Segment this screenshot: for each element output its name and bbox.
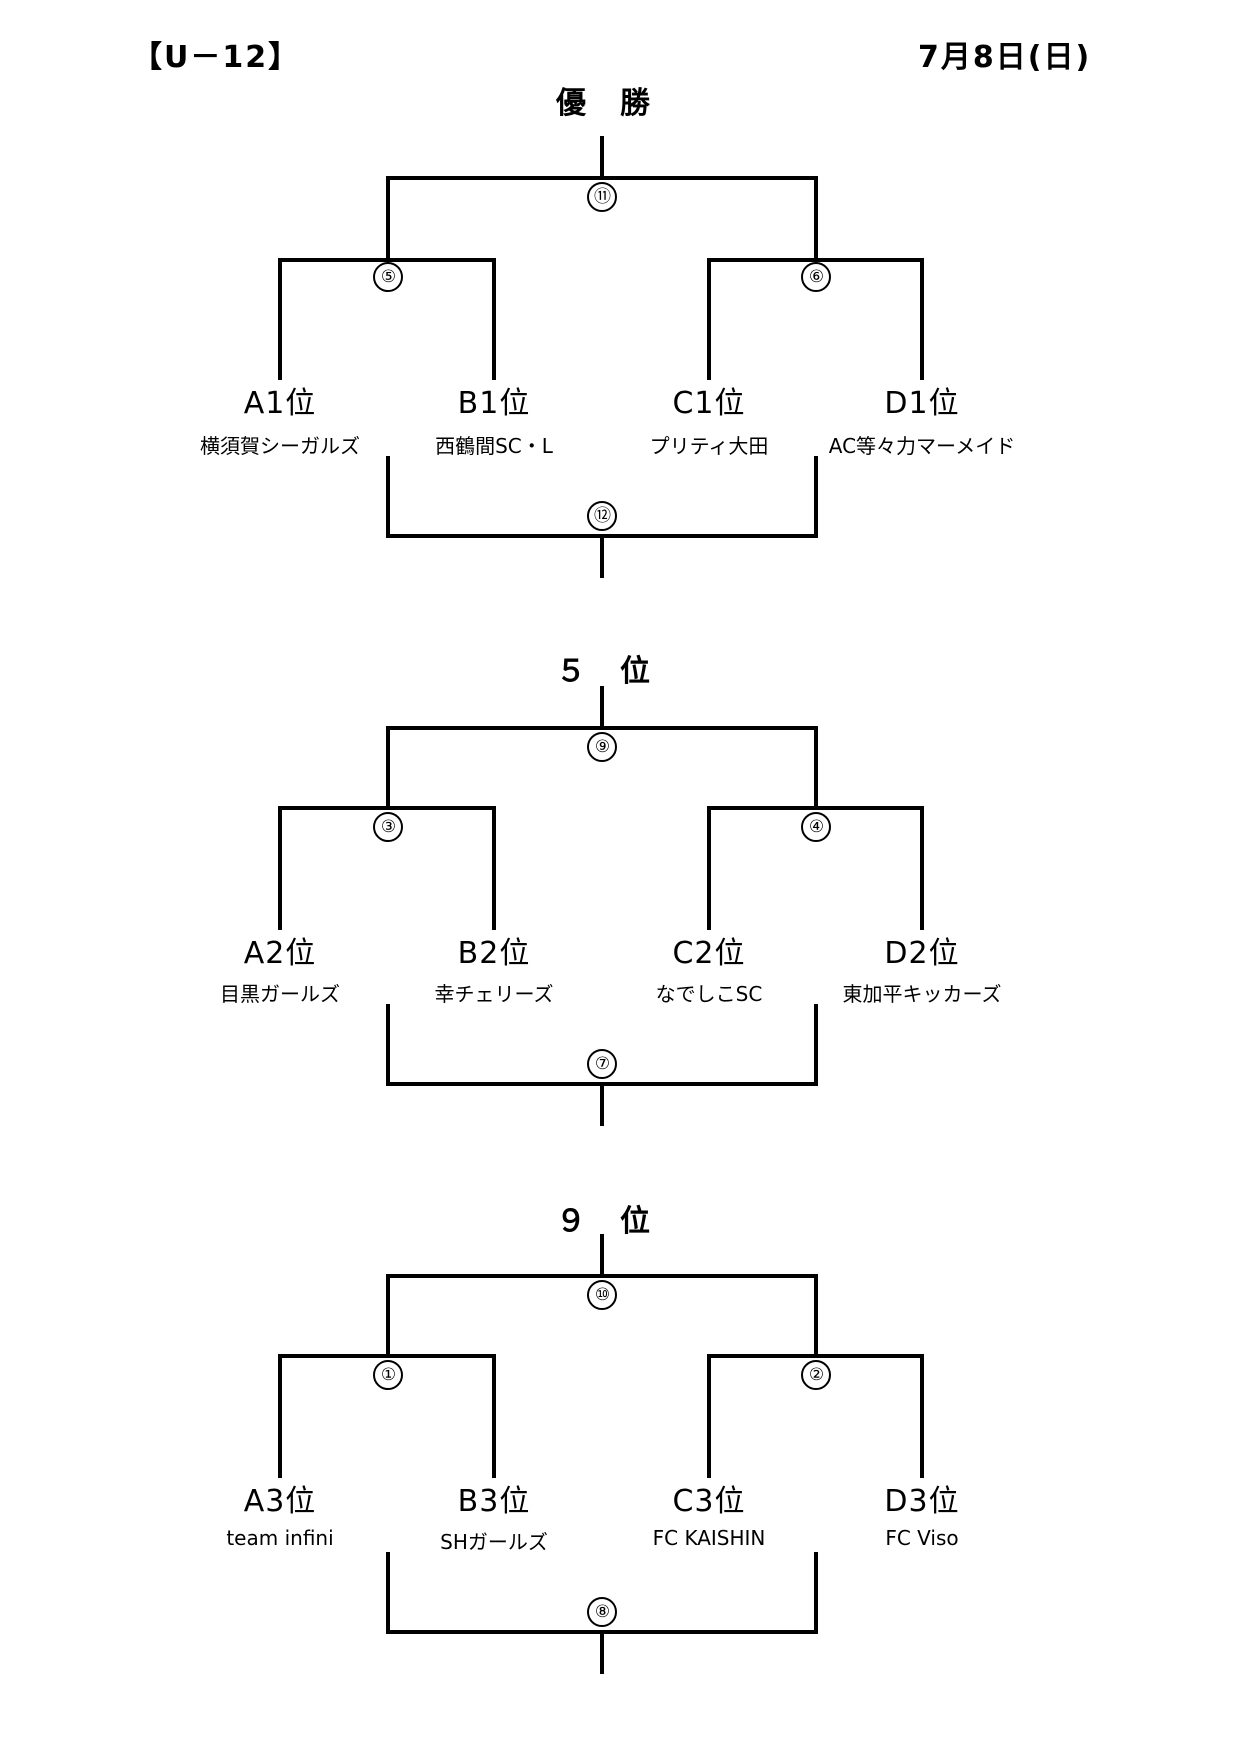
seed-label: A2位 [243,936,317,971]
seed-label: C1位 [672,386,746,421]
match-number-final: ⑪ [587,182,617,212]
team-name: 目黒ガールズ [220,982,340,1006]
team-name: team infini [226,1526,334,1550]
match-number-semi-right: ⑥ [801,262,831,292]
seed-label: C3位 [672,1484,746,1519]
seed-label: B1位 [457,386,531,421]
bracket-title: ５ 位 [556,654,652,689]
match-number-semi-left: ③ [373,812,403,842]
match-number-semi-right: ② [801,1360,831,1390]
team-name: 西鶴間SC・L [435,434,553,458]
match-number-semi-left: ① [373,1360,403,1390]
team-name: FC Viso [885,1526,959,1550]
date-label: 7月8日(日) [918,40,1092,75]
seed-label: D2位 [884,936,960,971]
seed-label: C2位 [672,936,746,971]
seed-label: D1位 [884,386,960,421]
team-name: AC等々力マーメイド [828,434,1016,458]
seed-label: B3位 [457,1484,531,1519]
match-number-consolation: ⑧ [587,1597,617,1627]
team-name: SHガールズ [440,1530,548,1554]
team-name: FC KAISHIN [652,1526,766,1550]
seed-label: A1位 [243,386,317,421]
seed-label: A3位 [243,1484,317,1519]
bracket-title: 優 勝 [556,86,652,121]
seed-label: B2位 [457,936,531,971]
match-number-consolation: ⑫ [587,501,617,531]
team-name: なでしこSC [655,982,763,1006]
match-number-semi-left: ⑤ [373,262,403,292]
team-name: 東加平キッカーズ [842,982,1002,1006]
category-label: 【U－12】 [132,40,301,75]
team-name: 横須賀シーガルズ [200,434,360,458]
team-name: 幸チェリーズ [434,982,554,1006]
match-number-consolation: ⑦ [587,1049,617,1079]
bracket-title: ９ 位 [556,1204,652,1239]
seed-label: D3位 [884,1484,960,1519]
match-number-final: ⑨ [587,732,617,762]
match-number-final: ⑩ [587,1280,617,1310]
team-name: プリティ大田 [649,434,769,458]
match-number-semi-right: ④ [801,812,831,842]
